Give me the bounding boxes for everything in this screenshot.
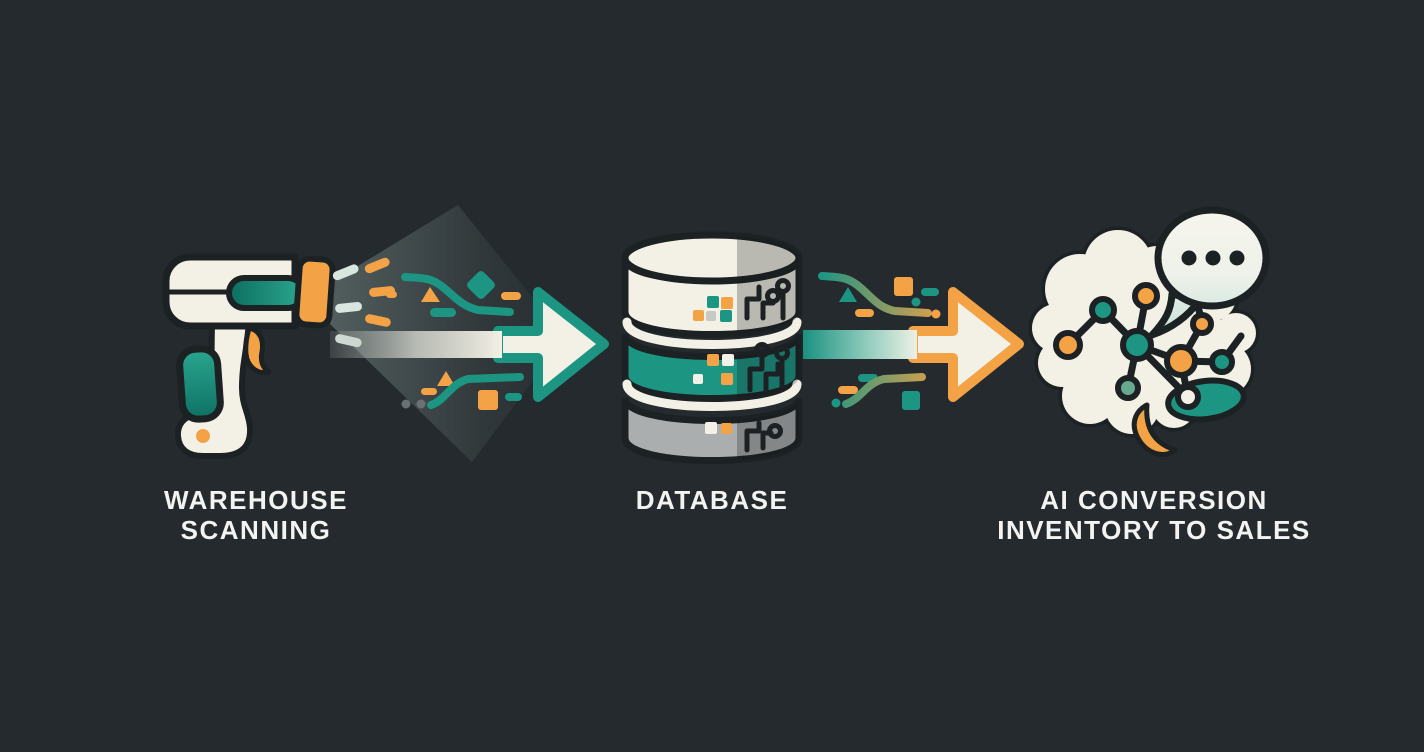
- data-dot: [931, 309, 941, 319]
- scanner-grip-pad: [176, 345, 224, 423]
- scanner-window: [226, 275, 306, 311]
- data-dot: [831, 398, 841, 408]
- data-triangle: [839, 287, 857, 302]
- db-band-middle: [621, 332, 803, 402]
- data-dash: [386, 291, 397, 298]
- step-label-database: DATABASE: [562, 485, 862, 515]
- step-label-warehouse-scanning: WAREHOUSE SCANNING: [106, 485, 406, 545]
- scan-beam: [330, 331, 502, 358]
- arrow-right-icon: [493, 287, 609, 402]
- scanner-dot: [196, 429, 210, 443]
- brain-stem: [1131, 402, 1178, 457]
- data-dash: [430, 308, 456, 317]
- data-dash: [921, 288, 939, 296]
- db-lid: [621, 231, 803, 285]
- db-rim: [622, 317, 802, 349]
- bubble-dot: [1181, 250, 1197, 266]
- scanner-nozzle: [293, 255, 336, 329]
- data-square: [894, 277, 913, 296]
- bubble-dot: [1205, 250, 1221, 266]
- data-square: [902, 391, 920, 410]
- circuit-trace: [842, 373, 926, 408]
- data-dash: [421, 388, 437, 395]
- data-dot: [401, 399, 411, 409]
- step-label-line: AI CONVERSION: [1040, 485, 1268, 515]
- data-bits-right: [818, 272, 941, 410]
- speech-bubble-icon: [1148, 206, 1270, 339]
- data-dash: [505, 393, 522, 401]
- data-triangle: [421, 287, 440, 302]
- data-diamond: [467, 271, 495, 299]
- step-label-ai-conversion: AI CONVERSION INVENTORY TO SALES: [984, 485, 1324, 545]
- flow-arrow-db-to-ai: [803, 287, 1024, 402]
- circuit-trace: [427, 373, 524, 409]
- scanner-trigger: [243, 325, 272, 376]
- data-dot: [416, 399, 426, 409]
- flow-arrow-scan-to-db: [330, 287, 609, 402]
- data-triangle: [437, 371, 455, 386]
- db-data-squares: [693, 296, 734, 434]
- circuit-trace: [401, 273, 514, 316]
- db-rim: [622, 379, 802, 411]
- arrow-right-icon: [908, 287, 1024, 402]
- db-circuit-traces: [744, 278, 791, 453]
- data-square: [478, 390, 498, 410]
- data-dash: [855, 309, 874, 317]
- data-dash: [501, 292, 521, 300]
- step-label-line: WAREHOUSE: [164, 485, 348, 515]
- data-dash: [838, 386, 858, 394]
- brain-chat-icon: [1028, 206, 1270, 457]
- data-bits-left: [386, 271, 524, 410]
- step-label-line: DATABASE: [635, 485, 789, 515]
- database-icon: [621, 231, 803, 464]
- data-dot: [911, 297, 921, 307]
- circuit-trace: [818, 272, 932, 317]
- step-label-line: INVENTORY TO SALES: [997, 515, 1311, 545]
- step-label-line: SCANNING: [180, 515, 332, 545]
- data-beam: [803, 330, 917, 359]
- neural-network-nodes: [1053, 282, 1235, 410]
- bubble-dot: [1229, 250, 1245, 266]
